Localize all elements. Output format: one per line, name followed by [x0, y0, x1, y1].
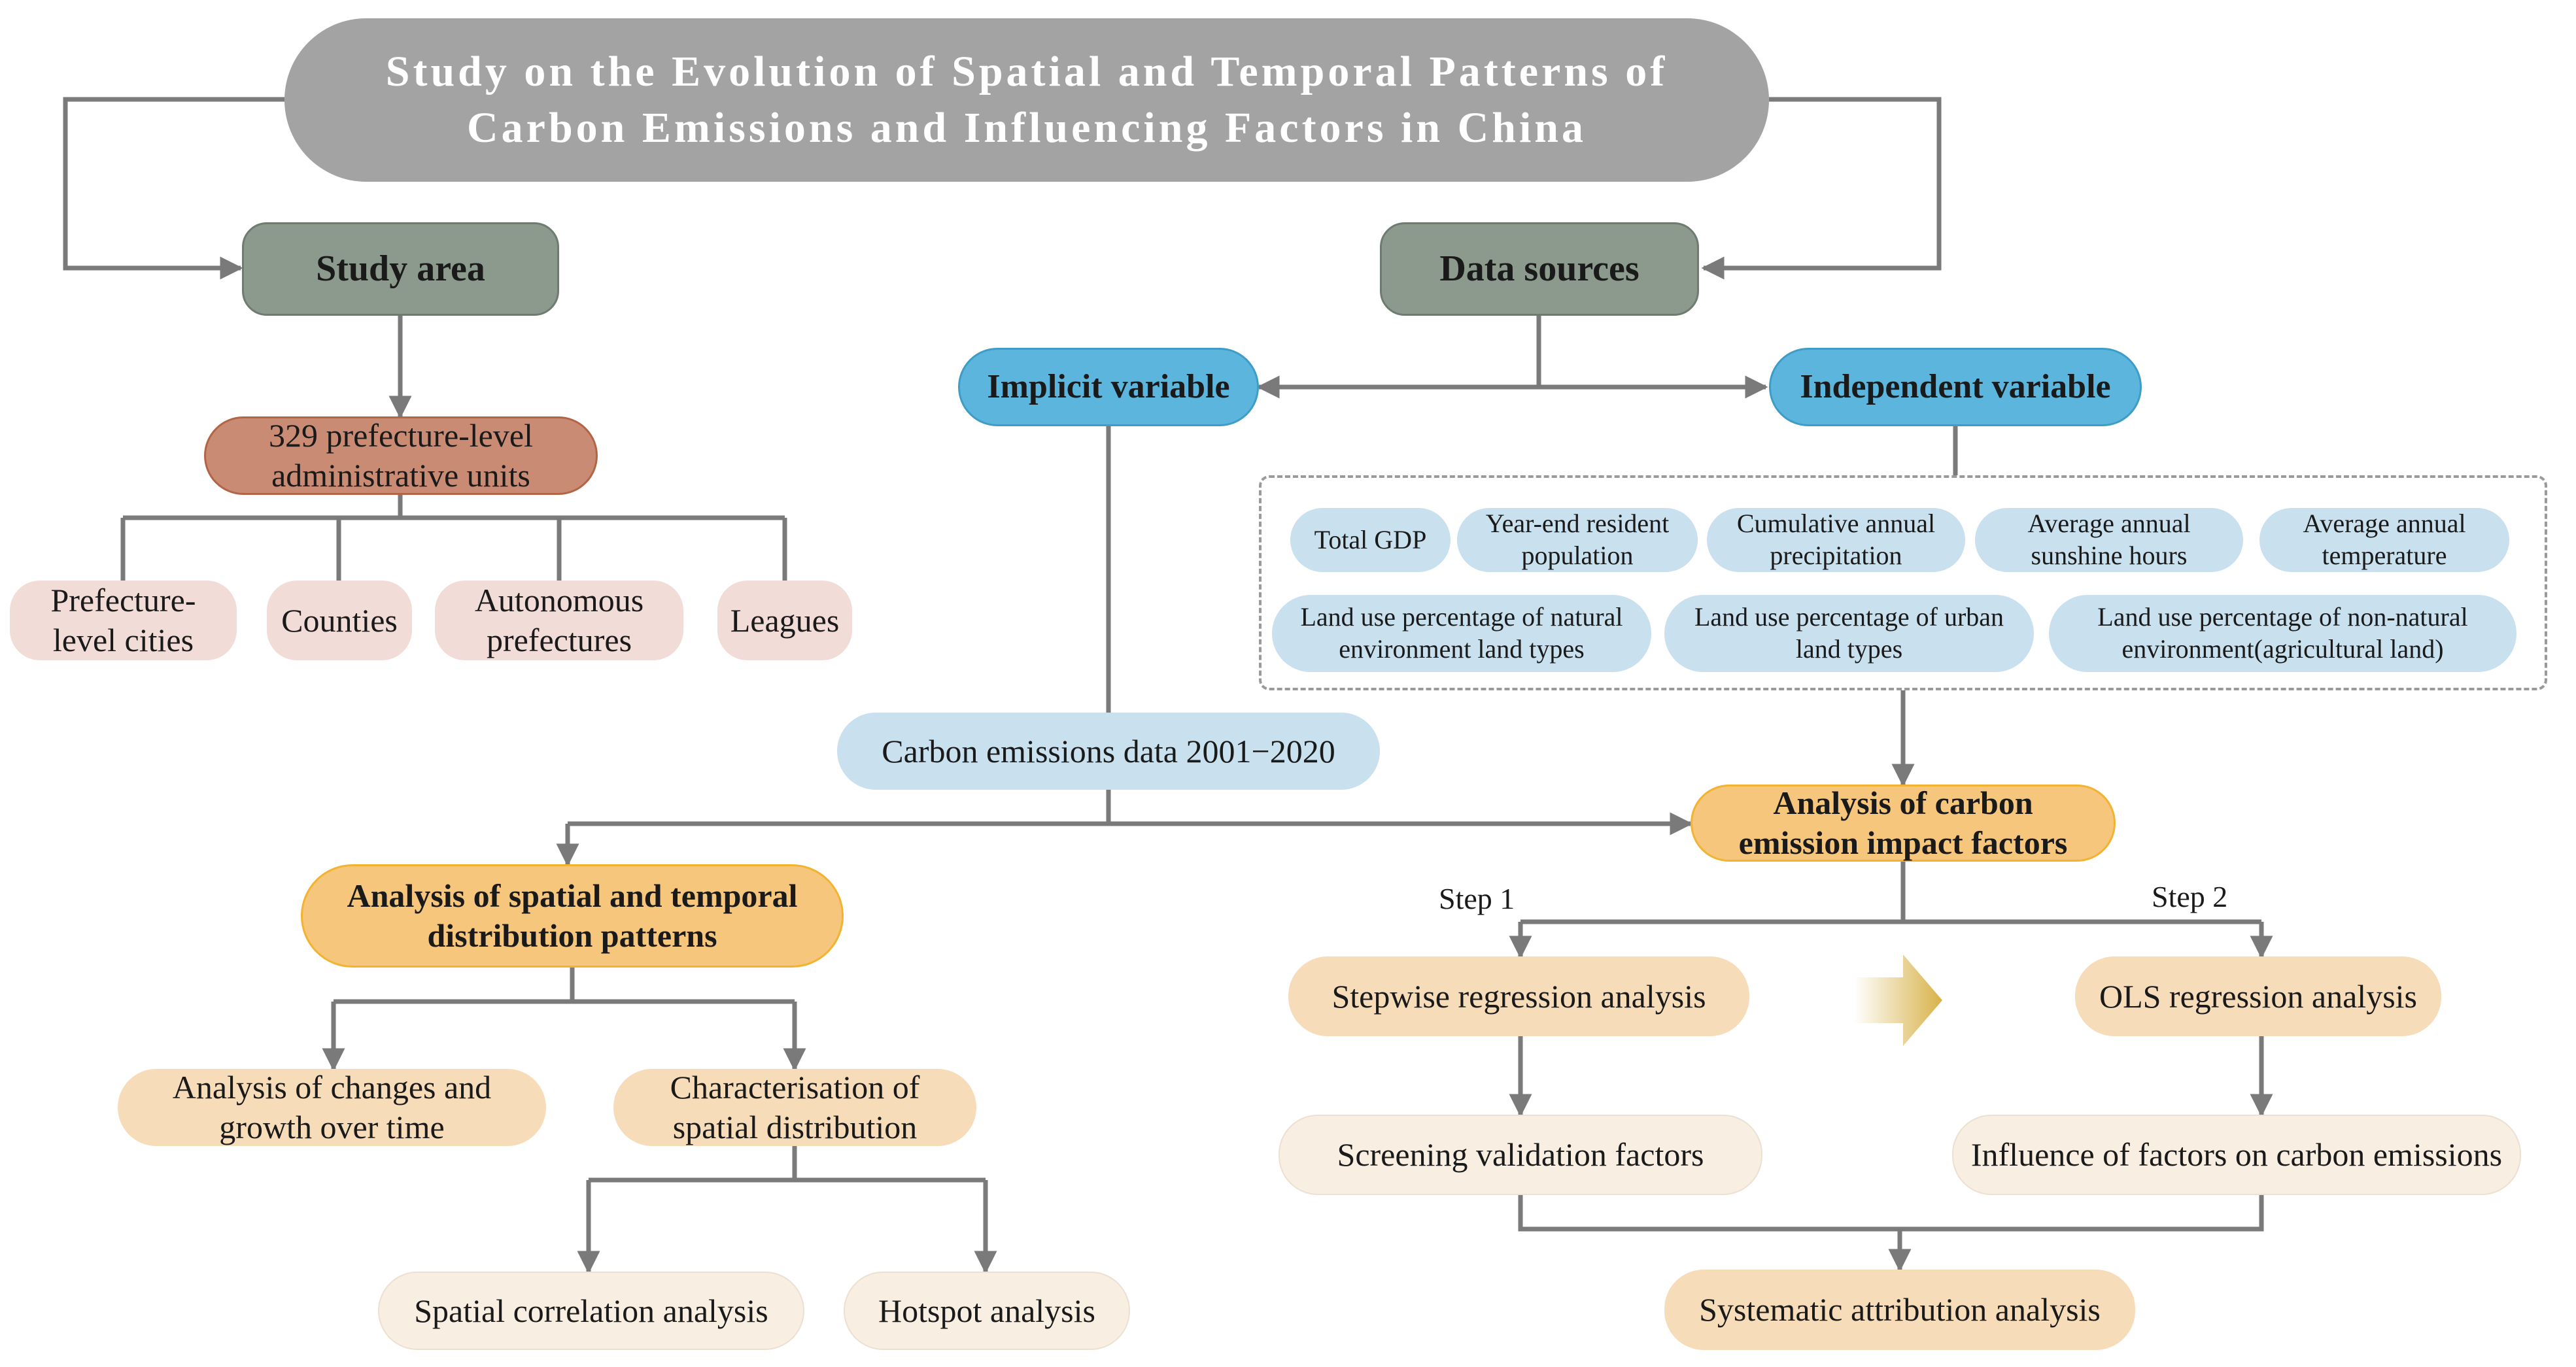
- factor-annual-temperature: Average annual temperature: [2259, 508, 2509, 572]
- type-prefecture-level-cities: Prefecture- level cities: [10, 581, 237, 660]
- type-autonomous-prefectures: Autonomous prefectures: [435, 581, 683, 660]
- carbon-emissions-data-label: Carbon emissions data 2001−2020: [882, 732, 1335, 769]
- hotspot-analysis-node: Hotspot analysis: [844, 1272, 1130, 1350]
- impact-analysis-label: Analysis of carbon emission impact facto…: [1738, 785, 2068, 861]
- study-area-label: Study area: [316, 248, 485, 290]
- spatial-correlation-node: Spatial correlation analysis: [378, 1272, 804, 1350]
- spatial-temporal-tree: [334, 968, 795, 1004]
- type-label: Autonomous prefectures: [474, 582, 644, 658]
- factor-sunshine-hours: Average annual sunshine hours: [1975, 508, 2243, 572]
- step-1-label: Step 1: [1439, 882, 1515, 915]
- title-to-data-sources-connector: [1701, 97, 1942, 280]
- factor-label: Total GDP: [1314, 524, 1427, 554]
- factor-label: Average annual temperature: [2303, 509, 2466, 570]
- screening-factors-node: Screening validation factors: [1279, 1115, 1762, 1195]
- ols-regression-node: OLS regression analysis: [2075, 956, 2441, 1036]
- factor-total-gdp: Total GDP: [1290, 508, 1451, 572]
- step-2-label: Step 2: [2152, 880, 2228, 913]
- independent-variable-node: Independent variable: [1769, 348, 2142, 426]
- type-counties: Counties: [267, 581, 412, 660]
- carbon-emissions-data-node: Carbon emissions data 2001−2020: [837, 713, 1380, 790]
- administrative-units-node: 329 prefecture-level administrative unit…: [204, 416, 598, 495]
- changes-over-time-node: Analysis of changes and growth over time: [118, 1069, 546, 1146]
- administrative-units-label: 329 prefecture-level administrative unit…: [269, 417, 533, 494]
- factor-label: Land use percentage of non-natural envir…: [2097, 602, 2468, 664]
- step-direction-arrow: [1854, 954, 1942, 1046]
- impact-tree: [1520, 862, 2261, 924]
- spatial-temporal-analysis-node: Analysis of spatial and temporal distrib…: [301, 864, 844, 968]
- spatial-distribution-node: Characterisation of spatial distribution: [613, 1069, 976, 1146]
- stepwise-regression-node: Stepwise regression analysis: [1288, 956, 1749, 1036]
- factor-annual-precipitation: Cumulative annual precipitation: [1707, 508, 1965, 572]
- type-label: Leagues: [730, 601, 840, 639]
- factor-label: Cumulative annual precipitation: [1736, 509, 1936, 570]
- implicit-variable-node: Implicit variable: [958, 348, 1259, 426]
- title-to-study-area-connector: [63, 97, 284, 280]
- results-merge-connector: [1518, 1195, 2264, 1232]
- impact-analysis-node: Analysis of carbon emission impact facto…: [1691, 785, 2116, 862]
- spatial-correlation-label: Spatial correlation analysis: [414, 1292, 768, 1329]
- independent-variable-label: Independent variable: [1800, 368, 2111, 406]
- ols-regression-label: OLS regression analysis: [2099, 977, 2418, 1015]
- screening-factors-label: Screening validation factors: [1337, 1136, 1704, 1173]
- factor-agricultural-land-use: Land use percentage of non-natural envir…: [2049, 595, 2516, 672]
- carbon-data-split-connector: [568, 790, 1111, 826]
- independent-factors-group: [1259, 475, 2547, 690]
- spatial-distribution-label: Characterisation of spatial distribution: [670, 1069, 920, 1145]
- diagram-title: Study on the Evolution of Spatial and Te…: [284, 18, 1769, 182]
- data-sources-label: Data sources: [1439, 248, 1640, 290]
- type-label: Prefecture- level cities: [50, 582, 196, 658]
- factor-influence-label: Influence of factors on carbon emissions: [1970, 1136, 2503, 1173]
- data-sources-node: Data sources: [1380, 222, 1699, 316]
- factor-natural-land-use: Land use percentage of natural environme…: [1272, 595, 1651, 672]
- characterisation-tree: [589, 1146, 986, 1183]
- units-to-types-tree: [120, 495, 787, 581]
- factor-label: Year-end resident population: [1485, 509, 1670, 570]
- factor-label: Average annual sunshine hours: [2027, 509, 2191, 570]
- stepwise-regression-label: Stepwise regression analysis: [1331, 977, 1706, 1015]
- study-area-node: Study area: [242, 222, 559, 316]
- factor-label: Land use percentage of urban land types: [1694, 602, 2004, 664]
- systematic-attribution-label: Systematic attribution analysis: [1699, 1291, 2101, 1328]
- hotspot-analysis-label: Hotspot analysis: [878, 1292, 1095, 1329]
- factor-urban-land-use: Land use percentage of urban land types: [1664, 595, 2034, 672]
- factor-year-end-population: Year-end resident population: [1457, 508, 1698, 572]
- factor-influence-node: Influence of factors on carbon emissions: [1952, 1115, 2521, 1195]
- changes-over-time-label: Analysis of changes and growth over time: [172, 1069, 492, 1145]
- implicit-variable-label: Implicit variable: [987, 368, 1230, 406]
- type-leagues: Leagues: [717, 581, 852, 660]
- spatial-temporal-analysis-label: Analysis of spatial and temporal distrib…: [347, 877, 798, 954]
- systematic-attribution-node: Systematic attribution analysis: [1664, 1270, 2135, 1350]
- factor-label: Land use percentage of natural environme…: [1300, 602, 1623, 664]
- diagram-title-text: Study on the Evolution of Spatial and Te…: [385, 48, 1668, 152]
- type-label: Counties: [281, 601, 398, 639]
